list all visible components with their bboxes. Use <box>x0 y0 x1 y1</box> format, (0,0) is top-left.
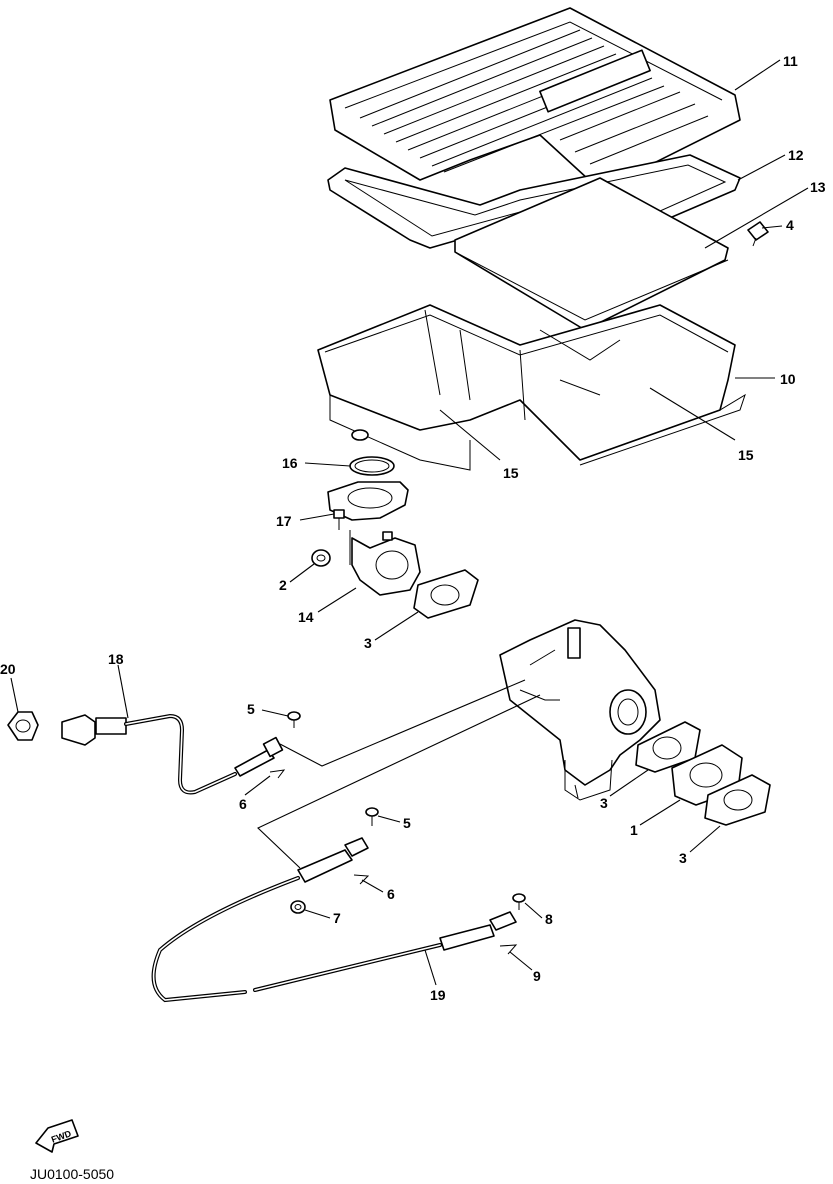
callout-5-lower: 5 <box>403 815 411 831</box>
screw-throttle <box>512 893 526 910</box>
callout-3-mid: 3 <box>600 795 608 811</box>
callout-2: 2 <box>279 577 287 593</box>
callout-8: 8 <box>545 911 553 927</box>
callout-17: 17 <box>276 513 292 529</box>
callout-15-right: 15 <box>738 447 754 463</box>
callout-3-lower: 3 <box>679 850 687 866</box>
callout-11: 11 <box>783 53 798 69</box>
gasket-upper <box>413 569 479 619</box>
callout-6-upper: 6 <box>239 796 247 812</box>
callout-6-lower: 6 <box>387 886 395 902</box>
callout-7: 7 <box>333 910 341 926</box>
callout-16: 16 <box>282 455 298 471</box>
callout-3-upper: 3 <box>364 635 372 651</box>
callout-10: 10 <box>780 371 796 387</box>
callout-19: 19 <box>430 987 446 1003</box>
callout-14: 14 <box>298 609 314 625</box>
fwd-arrow-icon: FWD <box>35 1119 79 1153</box>
throttle-cable <box>151 837 517 1003</box>
clip-lower <box>353 874 370 885</box>
callout-15-left: 15 <box>503 465 519 481</box>
screw-lower <box>365 807 379 826</box>
carburetor-joint <box>327 481 421 596</box>
choke-cable <box>61 713 284 795</box>
air-cleaner-case <box>317 304 746 471</box>
clip-throttle <box>499 944 518 955</box>
callout-1: 1 <box>630 822 638 838</box>
throttle-route-line <box>257 694 541 869</box>
gasket-lower <box>704 774 771 826</box>
leader-lines <box>10 59 809 986</box>
air-filter-element <box>454 177 729 331</box>
callout-20: 20 <box>0 661 16 677</box>
callout-13: 13 <box>810 179 826 195</box>
collar <box>290 900 306 914</box>
clip-upper <box>269 769 286 779</box>
screw-bolt <box>747 221 769 247</box>
choke-route-line <box>279 679 526 767</box>
o-ring <box>349 456 395 476</box>
diagram-code: JU0100-5050 <box>30 1166 115 1182</box>
callout-12: 12 <box>788 147 804 163</box>
nut <box>311 549 331 567</box>
callout-9: 9 <box>533 968 541 984</box>
air-cleaner-cover <box>329 7 741 191</box>
callout-5-upper: 5 <box>247 701 255 717</box>
choke-nut <box>7 711 39 741</box>
callout-18: 18 <box>108 651 124 667</box>
screw-upper <box>287 711 301 728</box>
carburetor <box>499 619 661 801</box>
callout-4: 4 <box>786 217 794 233</box>
